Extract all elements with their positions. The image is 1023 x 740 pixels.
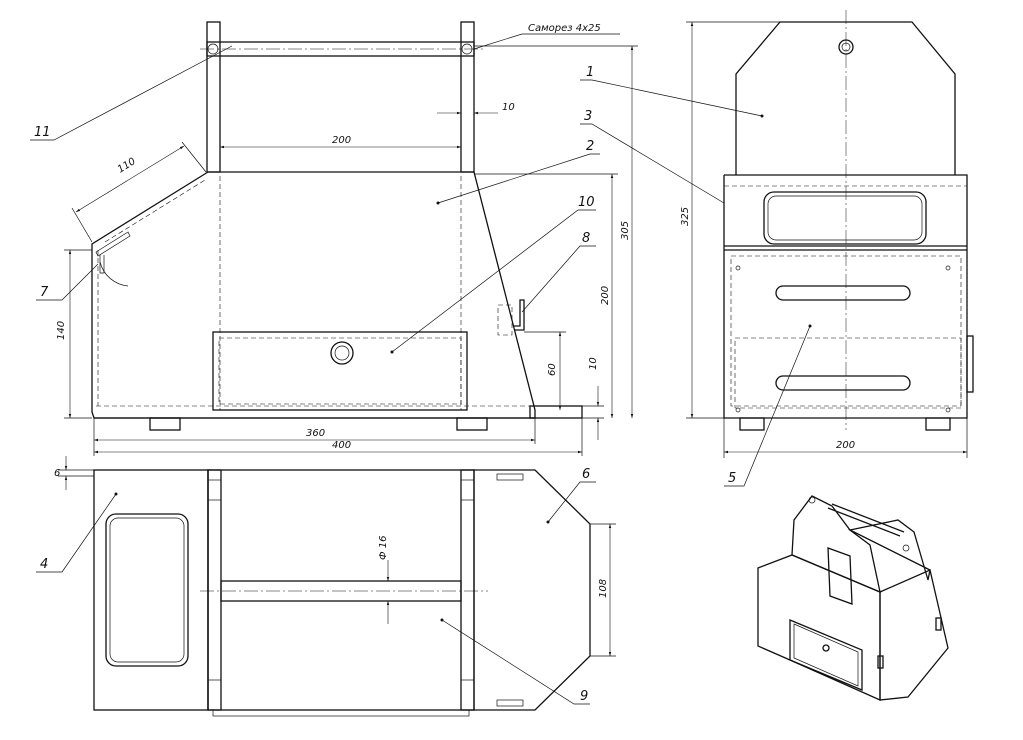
dim-108: 108: [598, 579, 609, 598]
dim-60: 60: [547, 363, 558, 376]
dim-325: 325: [680, 207, 691, 226]
dim-phi16: Ф 16: [378, 535, 389, 560]
dim-200-top: 200: [332, 135, 351, 146]
dim-10: 10: [502, 102, 515, 113]
dim-140: 140: [56, 321, 67, 340]
screw-note-text: Саморез 4х25: [528, 23, 601, 34]
dim-10-small: 10: [588, 357, 599, 370]
isometric-view: [757, 495, 949, 702]
callout-3: 3: [584, 109, 592, 124]
callout-2: 2: [586, 139, 594, 154]
dim-360: 360: [306, 428, 325, 439]
front-view: [91, 21, 583, 431]
dim-6: 6: [54, 468, 60, 479]
dimensions: 200 10 110 140 360 400 305 200 60: [54, 21, 968, 657]
dim-305: 305: [620, 221, 631, 240]
dim-400: 400: [332, 440, 351, 451]
callouts: 1 2 3 4 5 6 7 8 9 10 11: [30, 45, 812, 705]
screw-note: Саморез 4х25: [473, 23, 620, 50]
callout-10: 10: [578, 195, 595, 210]
side-view: [723, 10, 974, 431]
callout-6: 6: [582, 467, 590, 482]
callout-4: 4: [40, 557, 48, 572]
callout-7: 7: [40, 285, 49, 300]
dim-200-side: 200: [600, 286, 611, 305]
callout-8: 8: [582, 231, 590, 246]
callout-9: 9: [580, 689, 588, 704]
top-view: [93, 469, 591, 717]
callout-1: 1: [586, 65, 594, 80]
dim-200-right: 200: [836, 440, 855, 451]
dim-110: 110: [116, 156, 138, 175]
callout-5: 5: [728, 471, 736, 486]
callout-11: 11: [34, 125, 51, 140]
